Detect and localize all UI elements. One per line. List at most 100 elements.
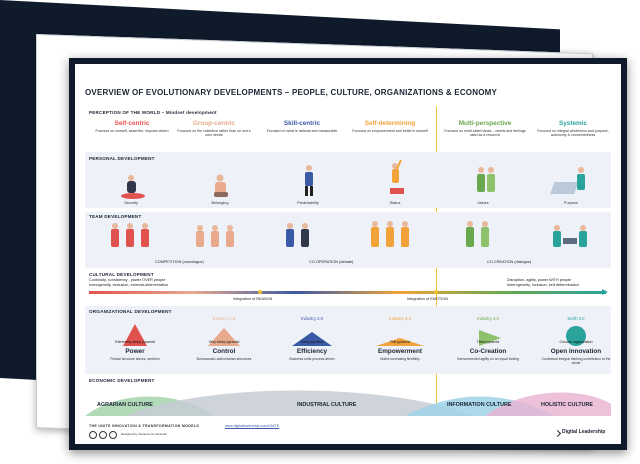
cultural-left-1: Continuity, consistency , power OVER peo… <box>89 278 166 282</box>
team-item-3: CO-CREATION (dialogue) <box>487 260 532 264</box>
org-header-5: Industry 4.0 <box>477 316 499 321</box>
poster-frame: OVERVIEW OF EVOLUTIONARY DEVELOPMENTS – … <box>69 58 627 450</box>
figure-values <box>477 167 495 192</box>
poster-title: OVERVIEW OF EVOLUTIONARY DEVELOPMENTS – … <box>85 88 498 97</box>
figure-belonging <box>214 174 228 197</box>
personal-item-1: Security <box>124 201 138 205</box>
figure-status <box>390 160 404 194</box>
economic-era-2: INDUSTRIAL CULTURE <box>297 402 357 408</box>
shape-tilted-pyramid <box>479 330 501 346</box>
figure-purpose <box>550 167 585 194</box>
perception-col-3: Skill-centric Focused on what is rationa… <box>263 120 341 133</box>
perception-title-1: Self-centric <box>114 120 150 127</box>
cc-icon <box>89 431 97 439</box>
team-band <box>85 212 611 268</box>
org-header-3: Industry 2.0 <box>301 316 323 321</box>
team-cooperation-group <box>286 221 409 247</box>
org-shape-label-1: Extremely steep pyramid <box>115 340 155 344</box>
shape-circular-organization <box>566 326 586 346</box>
org-shape-label-4: Flat pyramid <box>390 340 410 344</box>
org-shape-label-2: Very steep pyramid <box>208 340 240 344</box>
shape-extremely-steep-pyramid <box>123 324 147 346</box>
perception-col-1: Self-centric Focused on oneself, asserti… <box>93 120 171 133</box>
organizational-band <box>85 306 611 374</box>
cultural-gradient-bar <box>89 291 606 294</box>
perception-title-2: Group-centric <box>192 120 236 127</box>
org-shape-label-5: Tilted pyramid <box>476 340 500 344</box>
team-item-1: COMPETITION (monologue) <box>155 260 204 264</box>
cultural-right-2: heterogeneity, inclusion, self-determina… <box>507 283 579 287</box>
team-competition-group <box>111 223 234 247</box>
perception-desc-4: Focused on empowerment and belief in one… <box>352 129 428 133</box>
perception-title-5: Multi-perspective <box>458 120 512 127</box>
perception-title-4: Self-determining <box>364 120 416 127</box>
org-desc-4: Matrix increasing flexibility <box>380 357 420 361</box>
team-cocreation-group <box>466 221 587 247</box>
footer-link[interactable]: www.digitalleadership.com/UNITE <box>225 424 280 428</box>
nc-icon <box>109 431 117 439</box>
org-title-2: Control <box>212 348 236 355</box>
organizational-label: ORGANIZATIONAL DEVELOPMENT <box>89 309 172 314</box>
personal-item-5: Values <box>477 201 489 205</box>
perception-desc-6: Focused on integral wholeness and purpos… <box>537 129 609 138</box>
footer-series: THE UNITE INNOVATION & TRANSFORMATION MO… <box>89 424 200 428</box>
org-shape-label-3: Steep pyramid <box>300 340 324 344</box>
org-header-2: Industry 1.0 <box>213 316 235 321</box>
cultural-right-1: Disruption, agility, power WITH people <box>507 278 572 282</box>
perception-desc-2: Focused on the collective rather than on… <box>177 129 251 138</box>
org-header-4: Industry 3.0 <box>389 316 411 321</box>
org-desc-1: Feudal structure slaves, serfdom <box>110 357 160 361</box>
org-title-4: Empowerment <box>377 348 423 355</box>
wave-holistic <box>485 392 611 416</box>
wave-industrial <box>125 390 475 416</box>
perception-title-3: Skill-centric <box>283 120 321 127</box>
personal-label: PERSONAL DEVELOPMENT <box>89 156 155 161</box>
cultural-arrow-icon <box>602 289 608 295</box>
org-desc-5: Interconnected agility on an equal footi… <box>457 357 519 361</box>
perception-label: PERCEPTION OF THE WORLD – Mindset develo… <box>89 110 217 115</box>
team-figures <box>111 221 587 247</box>
cultural-label: CULTURAL DEVELOPMENT <box>89 272 154 277</box>
figure-predictability <box>305 165 313 196</box>
org-title-3: Efficiency <box>296 348 328 355</box>
personal-figures <box>121 160 585 199</box>
team-label: TEAM DEVELOPMENT <box>89 214 142 219</box>
perception-desc-5: Focused on multi-sided views – needs and… <box>444 129 526 138</box>
org-desc-6: Contextual integral thinking contributio… <box>541 357 611 365</box>
perception-title-6: Systemic <box>558 120 588 127</box>
org-desc-2: Bureaucratic authoritarian structures <box>196 357 252 361</box>
personal-item-3: Predictability <box>297 201 319 205</box>
personal-item-2: Belonging <box>211 201 229 205</box>
org-header-6: Earth 5.0 <box>567 316 585 321</box>
economic-label: ECONOMIC DEVELOPMENT <box>89 378 155 383</box>
perception-col-2: Group-centric Focused on the collective … <box>175 120 253 138</box>
perception-col-5: Multi-perspective Focused on multi-sided… <box>443 120 527 138</box>
team-item-2: CO-OPERATION (debate) <box>309 260 354 264</box>
shape-very-steep-pyramid <box>208 328 240 346</box>
shape-steep-pyramid <box>292 332 332 346</box>
org-desc-3: Business units process-driven <box>289 357 335 361</box>
personal-band <box>85 152 611 208</box>
chevron-icon <box>553 429 562 438</box>
economic-waves <box>85 390 611 416</box>
poster-canvas: OVERVIEW OF EVOLUTIONARY DEVELOPMENTS – … <box>75 64 621 444</box>
footer-designer: Designed by Susanne M. Zaninelli <box>121 432 167 436</box>
cultural-left-2: homogeneity, exclusion, external-determi… <box>89 283 169 287</box>
personal-item-4: Status <box>389 201 401 205</box>
reason-marker <box>258 290 262 294</box>
footer-brand: Digital Leadership <box>562 429 606 435</box>
org-title-1: Power <box>125 348 145 355</box>
economic-era-4: HOLISTIC CULTURE <box>541 402 594 408</box>
cultural-marker-2: Integration of EMOTION <box>407 297 448 301</box>
perception-desc-3: Focused on what is rational and measurab… <box>266 129 338 133</box>
perception-desc-1: Focused on oneself, assertive, impulse-d… <box>95 129 169 133</box>
economic-era-1: AGRARIAN CULTURE <box>97 402 153 408</box>
org-shapes <box>123 324 586 346</box>
economic-era-3: INFORMATION CULTURE <box>447 402 512 408</box>
by-icon <box>99 431 107 439</box>
emotion-marker <box>434 290 438 294</box>
cultural-marker-1: Integration of REASON <box>233 297 273 301</box>
license-icons <box>89 431 117 439</box>
perception-col-4: Self-determining Focused on empowerment … <box>351 120 429 133</box>
personal-item-6: Purpose <box>563 201 579 205</box>
